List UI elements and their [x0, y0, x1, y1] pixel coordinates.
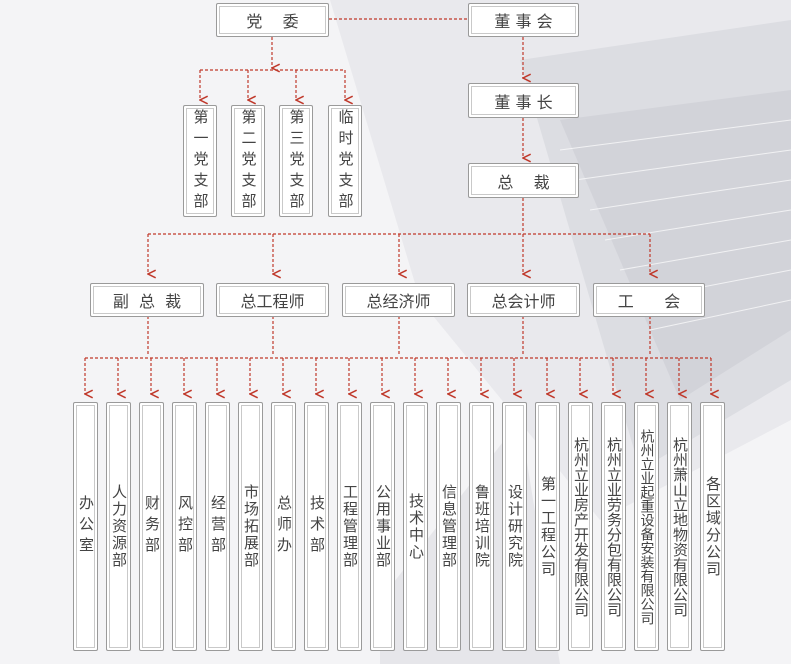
party-branch-node: 第一党支部	[183, 105, 217, 217]
labor-union-label: 工 会	[617, 292, 681, 311]
chief-engineer-label: 总工程师	[240, 292, 305, 311]
subsidiary-node: 杭州立业起重设备安装有限公司	[634, 402, 659, 651]
department-label: 鲁班培训院	[473, 484, 491, 569]
department-node: 公用事业部	[370, 402, 395, 651]
department-label: 技术部	[308, 495, 326, 558]
department-label: 风控部	[176, 495, 194, 558]
department-node: 经营部	[205, 402, 230, 651]
chief-accountant-node: 总会计师	[467, 283, 580, 317]
chairman-node: 董 事 长	[468, 83, 579, 118]
department-node: 信息管理部	[436, 402, 461, 651]
president-label: 总 裁	[497, 172, 550, 192]
party-committee-label: 党 委	[246, 12, 299, 31]
department-label: 市场拓展部	[242, 484, 260, 569]
department-label: 公用事业部	[374, 484, 392, 569]
regional-branches-node: 各区域分公司	[700, 402, 725, 651]
department-label: 信息管理部	[440, 484, 458, 569]
party-branch-node: 第三党支部	[279, 105, 313, 217]
department-node: 工程管理部	[337, 402, 362, 651]
department-node: 鲁班培训院	[469, 402, 494, 651]
president-node: 总 裁	[468, 163, 579, 198]
department-node: 办公室	[73, 402, 98, 651]
party-branch-node: 临时党支部	[328, 105, 362, 217]
subsidiary-node: 杭州萧山立地物资有限公司	[667, 402, 692, 651]
department-node: 财务部	[139, 402, 164, 651]
department-label: 经营部	[209, 495, 227, 558]
department-node: 总师办	[271, 402, 296, 651]
department-label: 第一工程公司	[539, 475, 557, 578]
chief-economist-label: 总经济师	[366, 292, 431, 311]
department-node: 人力资源部	[106, 402, 131, 651]
department-node: 第一工程公司	[535, 402, 560, 651]
subsidiary-label: 杭州立业房产开发有限公司	[572, 436, 590, 617]
party-committee-node: 党 委	[216, 3, 329, 37]
chief-accountant-label: 总会计师	[491, 292, 556, 311]
party-branch-label: 临时党支部	[336, 108, 355, 214]
chief-economist-node: 总经济师	[342, 283, 455, 317]
board-label: 董 事 会	[494, 12, 553, 31]
subsidiary-node: 杭州立业劳务分包有限公司	[601, 402, 626, 651]
subsidiary-node: 杭州立业房产开发有限公司	[568, 402, 593, 651]
party-branch-label: 第二党支部	[239, 108, 258, 214]
department-node: 市场拓展部	[238, 402, 263, 651]
labor-union-node: 工 会	[593, 283, 705, 317]
party-branch-label: 第三党支部	[287, 108, 306, 214]
board-node: 董 事 会	[468, 3, 579, 37]
department-node: 设计研究院	[502, 402, 527, 651]
department-label: 技术中心	[407, 492, 425, 561]
party-branch-node: 第二党支部	[231, 105, 265, 217]
department-label: 各区域分公司	[704, 475, 722, 578]
department-label: 设计研究院	[506, 484, 524, 569]
vice-president-node: 副 总 裁	[90, 283, 204, 317]
department-node: 技术中心	[403, 402, 428, 651]
department-label: 总师办	[275, 495, 293, 558]
vice-president-label: 副 总 裁	[112, 292, 182, 311]
department-node: 技术部	[304, 402, 329, 651]
chairman-label: 董 事 长	[494, 92, 553, 112]
department-label: 办公室	[77, 495, 95, 558]
chief-engineer-node: 总工程师	[216, 283, 329, 317]
department-node: 风控部	[172, 402, 197, 651]
subsidiary-label: 杭州萧山立地物资有限公司	[671, 436, 689, 617]
department-label: 人力资源部	[110, 484, 128, 569]
department-label: 财务部	[143, 495, 161, 558]
department-label: 工程管理部	[341, 484, 359, 569]
party-branch-label: 第一党支部	[191, 108, 210, 214]
subsidiary-label: 杭州立业劳务分包有限公司	[605, 436, 623, 617]
subsidiary-label: 杭州立业起重设备安装有限公司	[638, 428, 655, 625]
